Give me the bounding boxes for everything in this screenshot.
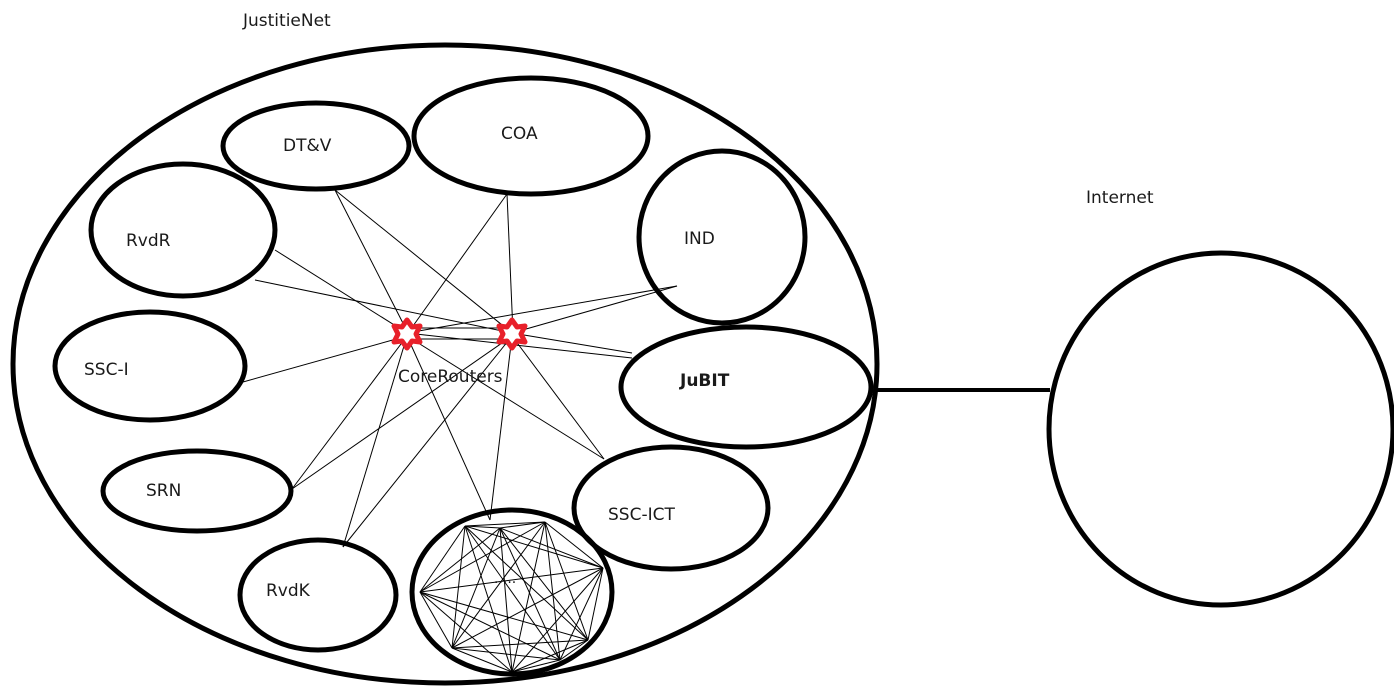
node-jubit [618, 324, 874, 450]
mesh-line-30 [451, 647, 513, 673]
mesh-line-2 [419, 567, 604, 593]
node-dtv [220, 100, 412, 192]
link-cluster-router-b [489, 335, 513, 521]
mesh-line-34 [451, 647, 561, 661]
mesh-line-28 [499, 527, 589, 641]
mesh-line-24 [499, 527, 604, 569]
link-coa-router-b [506, 193, 514, 334]
node-rvdk-label: RvdK [266, 581, 311, 601]
justitienet-label: JustitieNet [242, 11, 331, 31]
mesh-line-26 [511, 639, 589, 673]
mesh-line-23 [451, 567, 604, 649]
mesh-line-27 [451, 639, 589, 649]
mesh-line-13 [464, 525, 501, 529]
link-rvdk-router-b [342, 335, 513, 548]
mesh-line-3 [419, 591, 589, 641]
mesh-line-22 [511, 567, 604, 673]
mesh-line-16 [544, 521, 589, 641]
core-routers-label: CoreRouters [398, 367, 503, 387]
mesh-line-18 [451, 521, 546, 649]
link-sscict-router-b [511, 335, 605, 460]
mesh-line-29 [559, 639, 589, 661]
node-dtv-label: DT&V [283, 136, 332, 156]
link-coa-router-a [407, 193, 508, 334]
link-jubit-router-b [511, 332, 633, 354]
link-cluster-router-a [406, 335, 491, 521]
mesh-line-32 [511, 659, 561, 673]
node-rvdr-label: RvdR [126, 231, 171, 251]
node-srn [100, 448, 294, 534]
link-srn-router-a [291, 335, 408, 490]
mesh-line-12 [451, 525, 466, 649]
mesh-lines [419, 521, 604, 673]
node-other [409, 507, 615, 677]
link-ind-router-a [406, 285, 678, 334]
mesh-line-4 [419, 591, 513, 673]
mesh-line-33 [451, 527, 501, 649]
core-router-b-icon [496, 317, 528, 351]
node-rvdk [237, 537, 399, 653]
justitienet-boundary [10, 42, 880, 686]
mesh-line-10 [464, 525, 589, 641]
mesh-line-9 [464, 525, 604, 569]
mesh-line-17 [511, 521, 546, 673]
mesh-line-21 [587, 567, 604, 641]
link-ssci-router-a [242, 335, 408, 383]
node-other-label: ..... [494, 571, 516, 587]
internet-node [1046, 250, 1394, 608]
node-sscict [571, 444, 771, 572]
mesh-line-0 [419, 525, 466, 593]
node-jubit-label: JuBIT [679, 371, 730, 391]
mesh-line-19 [499, 521, 546, 529]
node-ssci [52, 309, 248, 423]
mesh-line-25 [559, 567, 604, 661]
link-sscict-router-a [406, 335, 605, 460]
node-ind-label: IND [684, 229, 715, 249]
link-srn-router-b [291, 335, 513, 490]
node-rvdr [88, 161, 278, 299]
mesh-line-5 [419, 591, 453, 649]
node-sscict-label: SSC-ICT [608, 505, 675, 525]
mesh-line-8 [464, 521, 546, 527]
mesh-line-31 [499, 527, 513, 673]
mesh-line-20 [544, 521, 561, 661]
node-coa [411, 75, 651, 197]
link-rvdk-router-a [342, 335, 408, 548]
internet-label: Internet [1086, 188, 1154, 208]
link-ind-router-b [511, 285, 678, 334]
mesh-line-14 [464, 525, 561, 661]
link-dtv-router-a [334, 189, 409, 334]
link-dtv-router-b [334, 189, 513, 334]
node-ind [636, 148, 808, 326]
mesh-line-6 [419, 527, 501, 593]
mesh-line-15 [544, 521, 604, 569]
core-router-a-icon [391, 317, 423, 351]
node-ssci-label: SSC-I [84, 360, 129, 380]
mesh-line-1 [419, 521, 546, 593]
mesh-cluster: ..... [406, 335, 615, 677]
mesh-line-35 [499, 527, 561, 661]
link-rvdr-router-a [274, 249, 408, 334]
node-coa-label: COA [501, 124, 538, 144]
link-rvdr-router-b [254, 279, 513, 334]
mesh-line-7 [419, 591, 561, 661]
node-srn-label: SRN [146, 481, 181, 501]
router-links [242, 189, 678, 548]
